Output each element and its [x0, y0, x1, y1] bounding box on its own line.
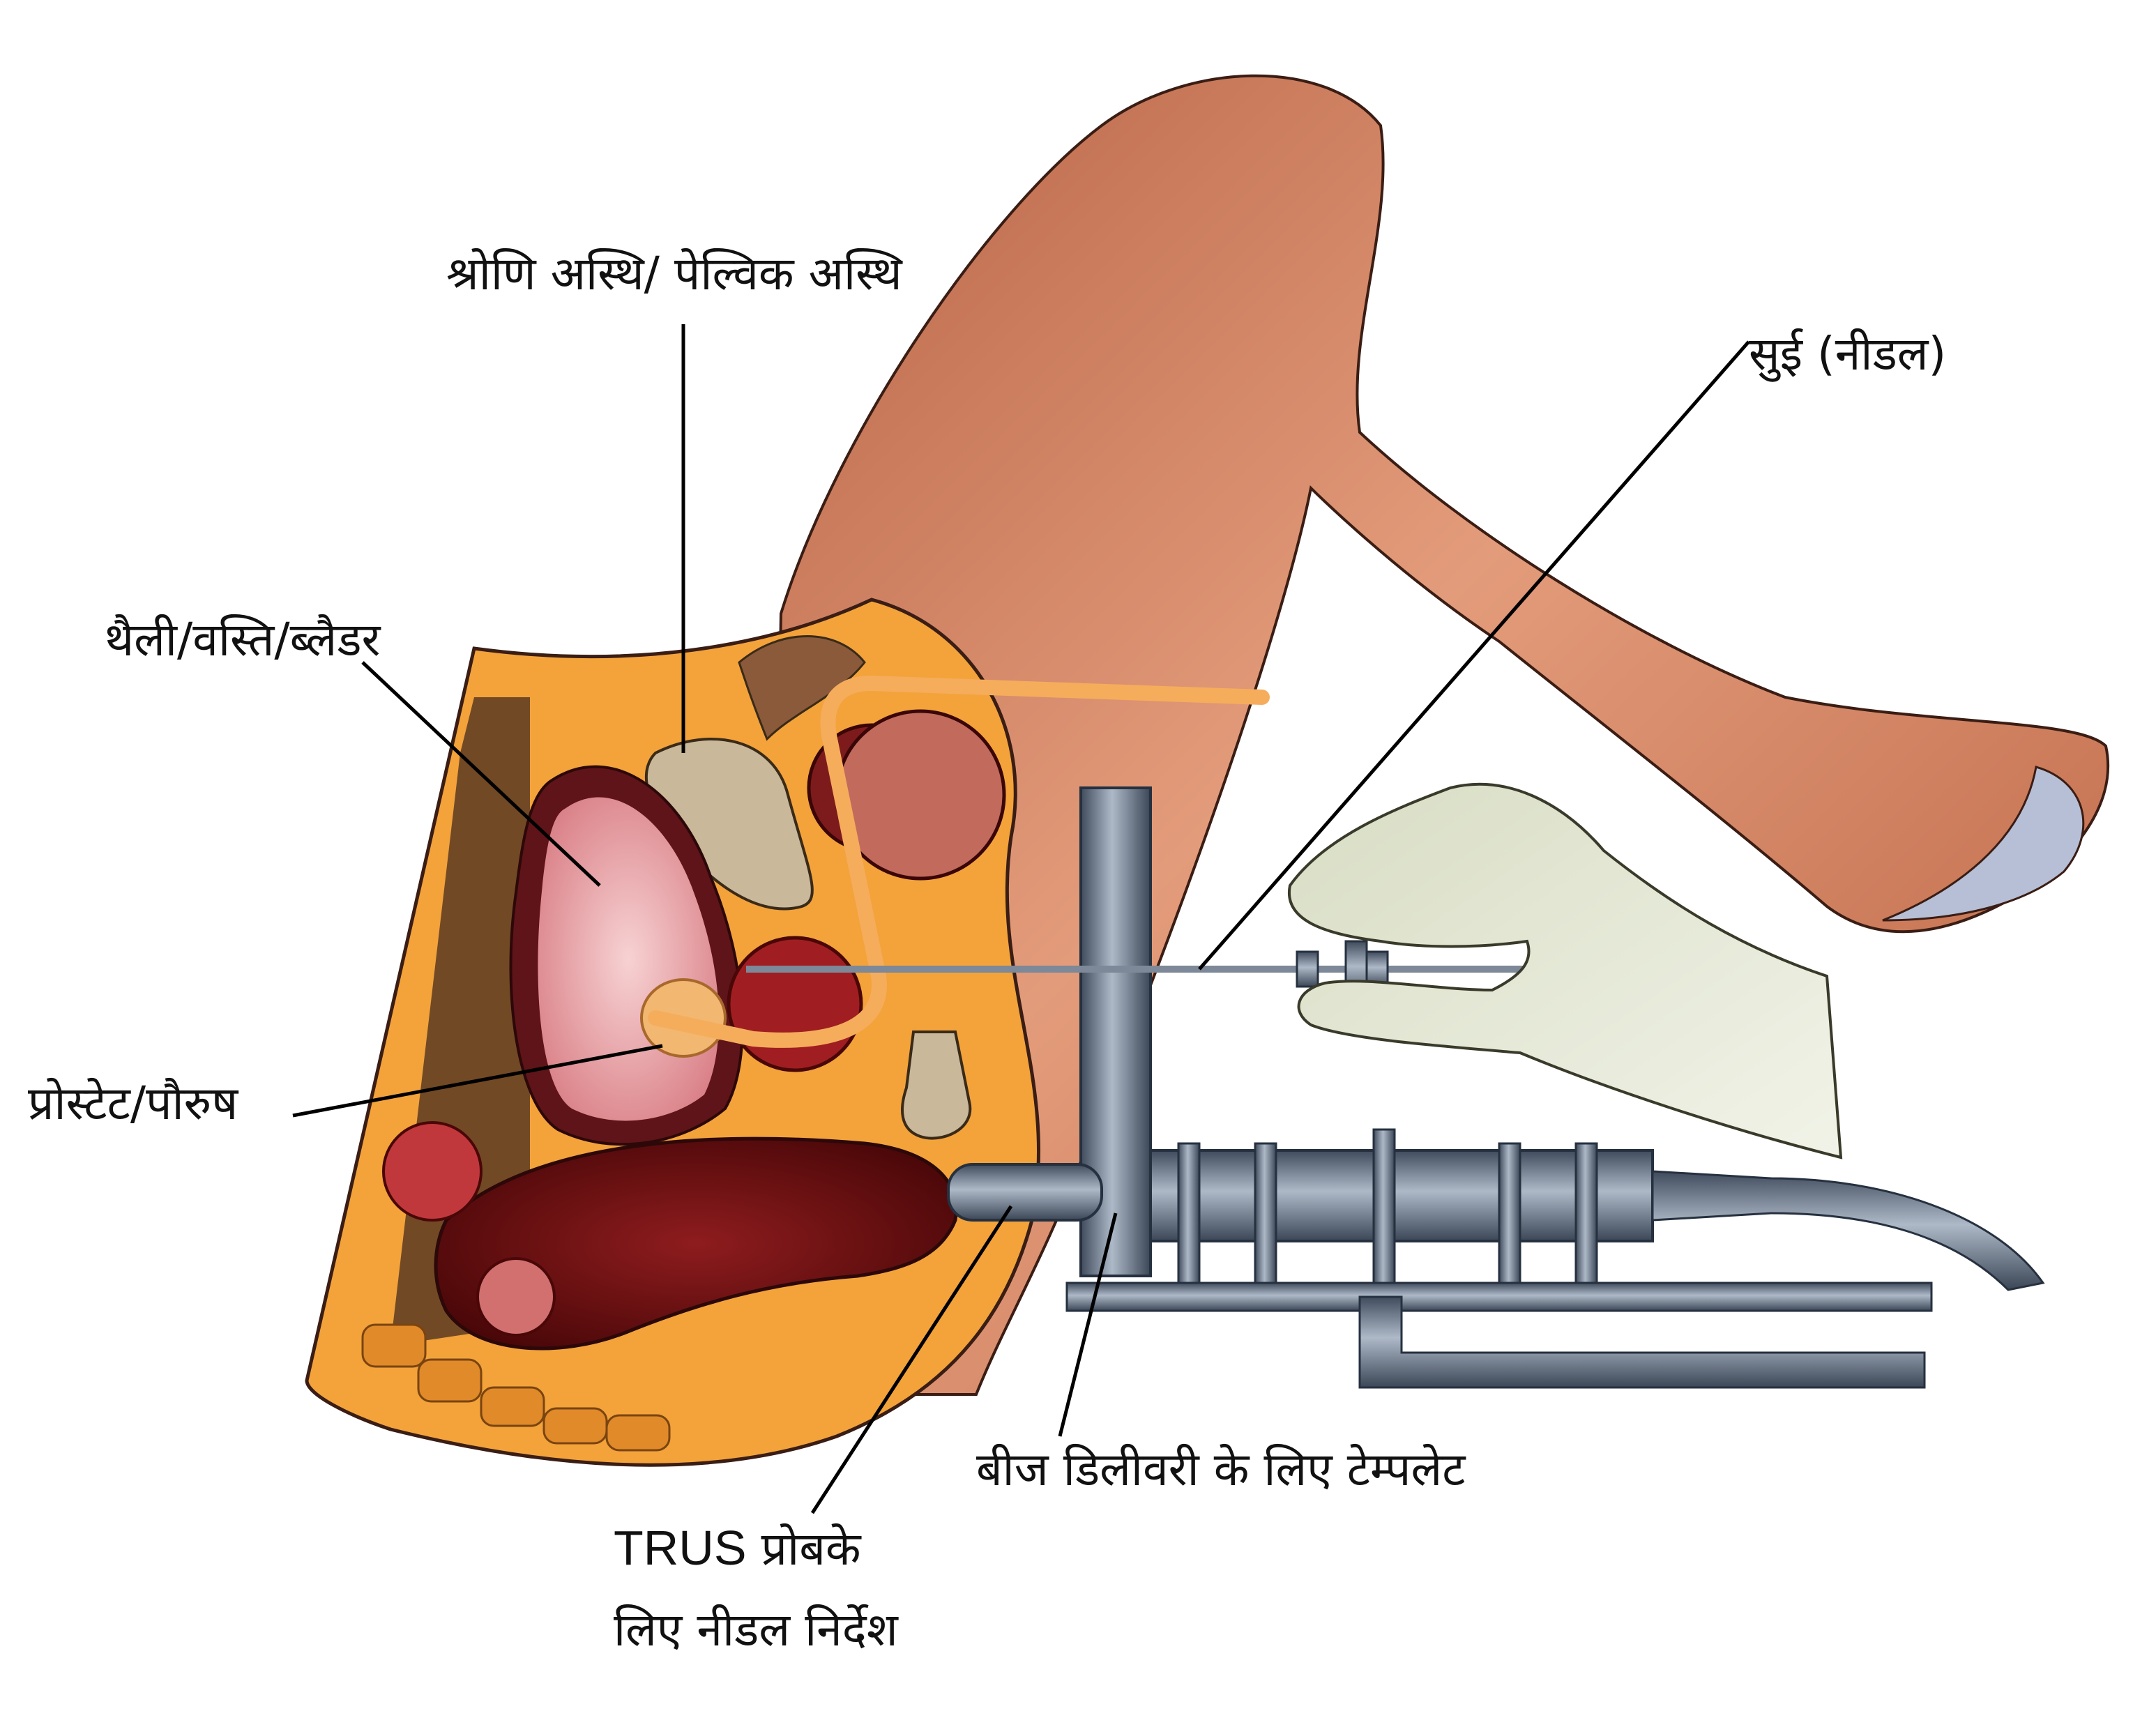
label-trus-hindi: प्रोबके: [746, 1522, 861, 1576]
foot-sole: [1882, 766, 2085, 922]
leader-lines: [292, 324, 1750, 1514]
label-pelvic-bone: श्रोणि अस्थि/ पेल्विक अस्थि: [446, 247, 902, 301]
label-prostate: प्रोस्टेट/पौरुष: [28, 1077, 238, 1130]
label-template: बीज डिलीवरी के लिए टेम्पलेट: [976, 1443, 1466, 1496]
catheter: [648, 675, 1270, 1048]
rectum-shape: [434, 1136, 958, 1351]
leader-trus: [810, 1205, 1013, 1514]
spine: [361, 1323, 671, 1452]
label-needle: सुई (नीडल): [1749, 327, 1947, 381]
label-trus-latin: TRUS: [614, 1521, 747, 1575]
sphincter-muscle: [727, 936, 863, 1072]
label-bladder: थैली/वस्ति/ब्लैडर: [105, 613, 381, 667]
gloved-hand: [1287, 782, 1843, 1159]
stepper-base: [1065, 1282, 1933, 1312]
leader-needle: [1198, 340, 1750, 971]
label-trus-line2: लिए नीडल निर्देश: [614, 1603, 898, 1657]
leader-prostate: [292, 1044, 663, 1118]
leader-template: [1058, 1212, 1118, 1437]
label-trus-line1: TRUS प्रोबके: [614, 1520, 861, 1576]
trus-probe: [947, 1163, 1103, 1222]
leader-bladder: [361, 661, 601, 887]
